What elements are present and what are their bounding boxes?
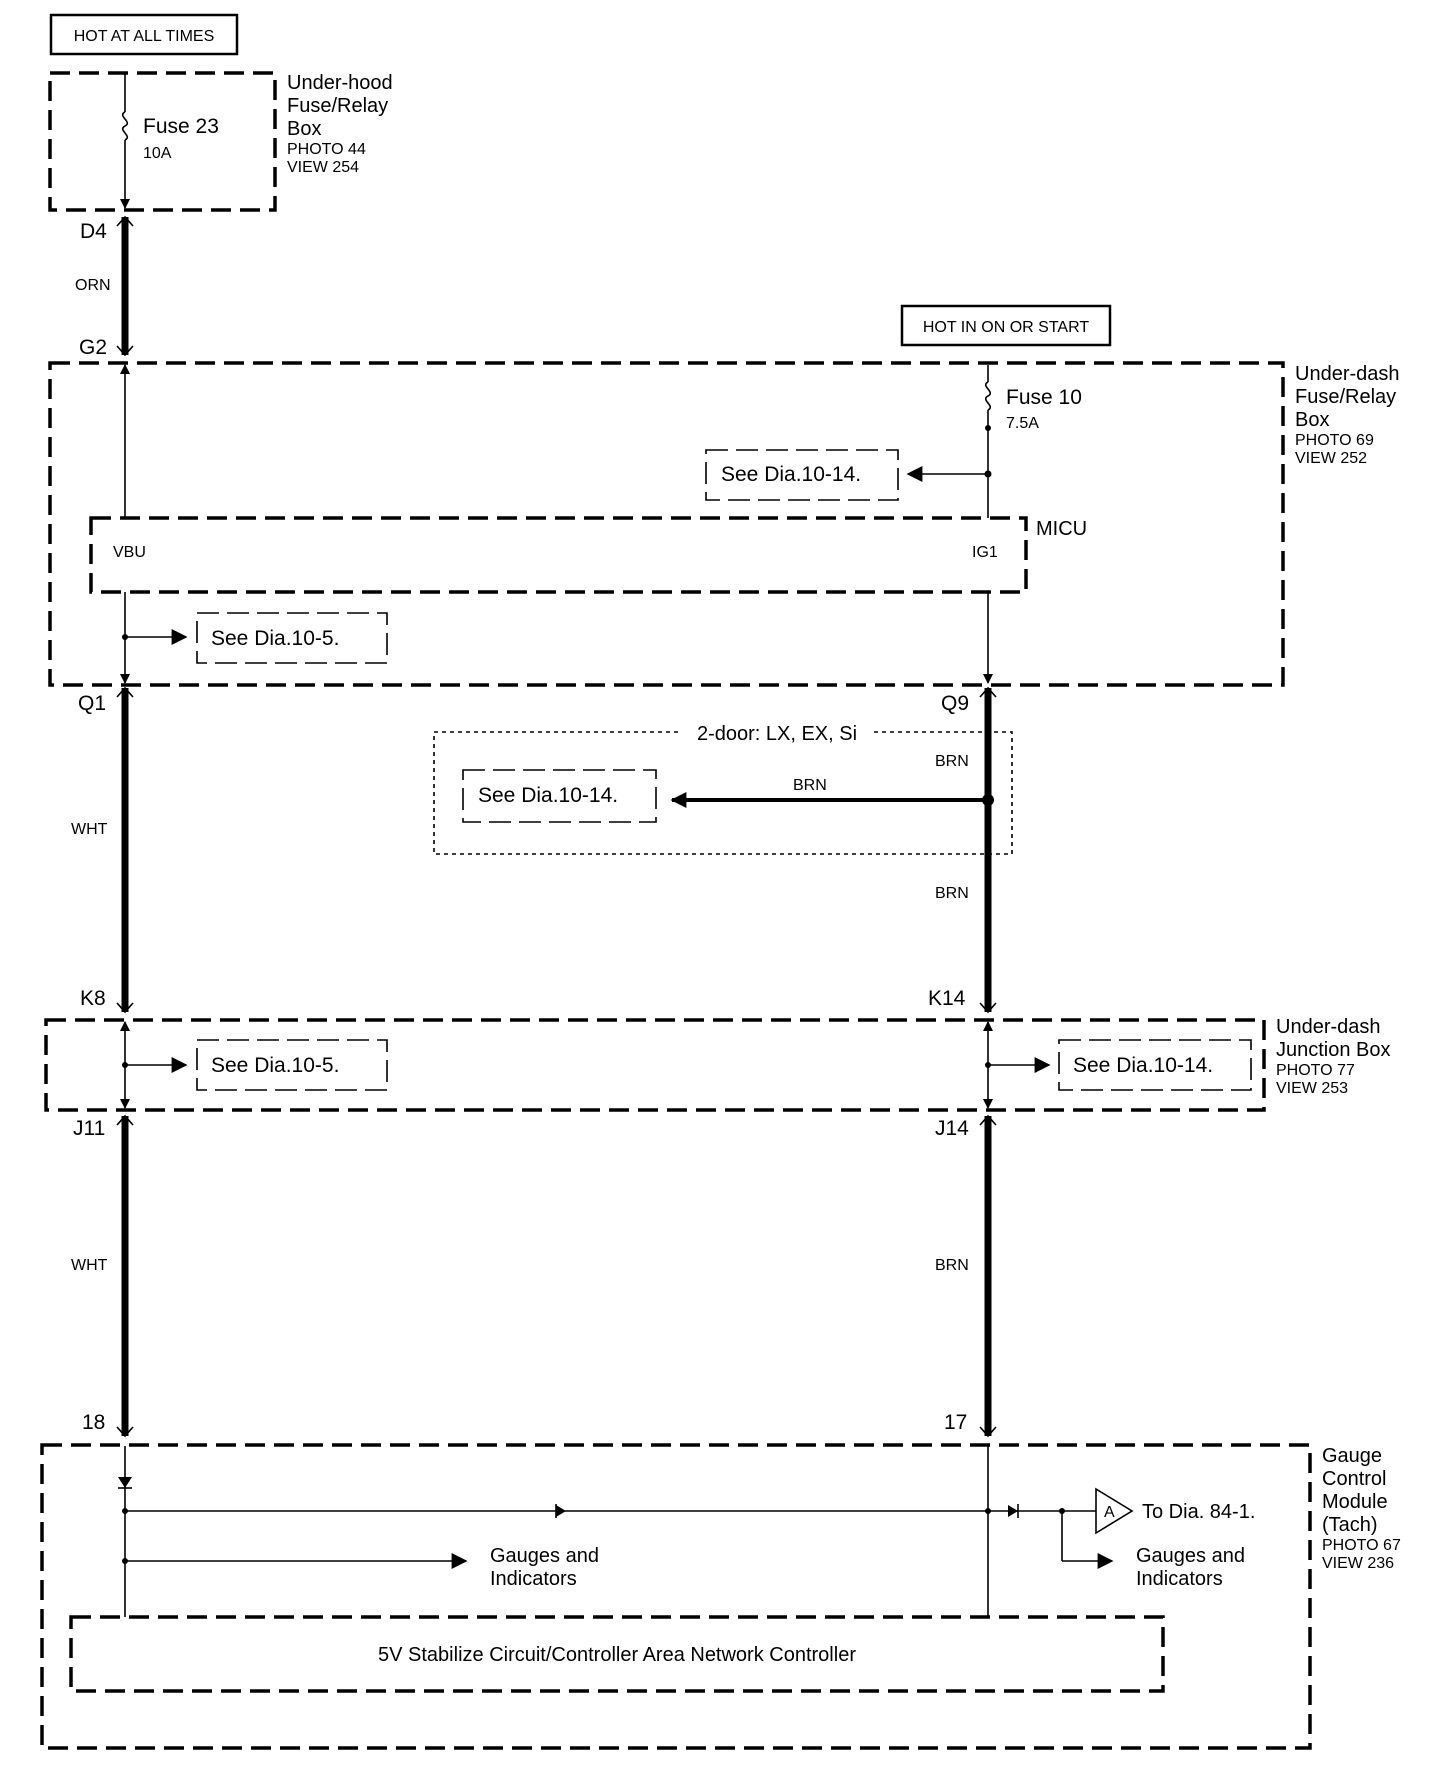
micu-module: MICU VBU IG1 (89, 516, 1087, 594)
gauges-right-line-2: Indicators (1136, 1568, 1223, 1590)
underdash-fuse-relay-box: Under-dash Fuse/Relay Box PHOTO 69 VIEW … (48, 361, 1400, 687)
pin-j11: J11 (73, 1117, 105, 1140)
wire-orn-label: ORN (75, 277, 111, 294)
pin-j14: J14 (935, 1117, 969, 1140)
fuse-23-name: Fuse 23 (143, 115, 219, 138)
gauge-module-name-4: (Tach) (1322, 1514, 1378, 1536)
variant-2-door-box: 2-door: LX, EX, Si BRN See Dia.10-14. (433, 723, 1013, 855)
wire-orn: D4 ORN G2 (75, 215, 134, 359)
see-dia-10-5-ref-lower[interactable]: See Dia.10-5. (196, 1039, 388, 1091)
junction-box-name-2: Junction Box (1276, 1039, 1391, 1061)
junction-box-view: VIEW 253 (1276, 1080, 1348, 1097)
variant-label: 2-door: LX, EX, Si (697, 723, 857, 745)
underdash-box-name-3: Box (1295, 409, 1329, 431)
underhood-box-photo: PHOTO 44 (287, 141, 366, 158)
underdash-junction-box: Under-dash Junction Box PHOTO 77 VIEW 25… (44, 1016, 1391, 1112)
gauge-module-photo: PHOTO 67 (1322, 1537, 1401, 1554)
controller-box: 5V Stabilize Circuit/Controller Area Net… (69, 1615, 1165, 1693)
diode-left-icon (118, 1477, 132, 1488)
wire-wht-lower: J11 WHT 18 (71, 1114, 134, 1438)
underhood-box-name-2: Fuse/Relay (287, 95, 388, 117)
underhood-fuse-relay-box: Fuse 23 10A Under-hood Fuse/Relay Box PH… (48, 71, 393, 212)
hot-in-on-or-start-label: HOT IN ON OR START (900, 304, 1112, 347)
gauges-right-line-1: Gauges and (1136, 1545, 1245, 1567)
underdash-box-photo: PHOTO 69 (1295, 432, 1374, 449)
underdash-box-view: VIEW 252 (1295, 450, 1367, 467)
underdash-box-name-2: Fuse/Relay (1295, 386, 1396, 408)
connector-a-icon[interactable]: A (1095, 1487, 1134, 1535)
underhood-box-name-3: Box (287, 118, 321, 140)
hot-at-all-times-label: HOT AT ALL TIMES (49, 13, 239, 56)
see-dia-10-5-text-lower: See Dia.10-5. (211, 1054, 339, 1077)
pin-g2: G2 (79, 336, 107, 359)
wire-brn-lower: J14 BRN 17 (935, 1114, 997, 1438)
underdash-box-name-1: Under-dash (1295, 363, 1400, 385)
fuse-23-rating: 10A (143, 145, 172, 162)
pin-18: 18 (82, 1411, 105, 1434)
pin-d4: D4 (80, 220, 107, 243)
fuse-23-symbol (121, 111, 129, 141)
connector-a-letter: A (1104, 1504, 1115, 1521)
hot-at-all-times-text: HOT AT ALL TIMES (74, 28, 215, 45)
controller-name: 5V Stabilize Circuit/Controller Area Net… (378, 1644, 856, 1666)
pin-17: 17 (944, 1411, 967, 1434)
underhood-box-view: VIEW 254 (287, 159, 359, 176)
diode-bus-left-icon (556, 1505, 566, 1517)
pin-q1: Q1 (78, 692, 106, 715)
fuse-10-rating: 7.5A (1006, 415, 1039, 432)
gauge-module-name-3: Module (1322, 1491, 1388, 1513)
fuse-10-symbol (984, 381, 992, 411)
see-dia-10-14-text-variant: See Dia.10-14. (478, 784, 618, 807)
see-dia-10-14-ref-variant[interactable]: See Dia.10-14. (462, 769, 657, 823)
variant-branch-wire-label: BRN (793, 777, 827, 794)
micu-name: MICU (1036, 518, 1087, 540)
diode-bus-right-icon (1008, 1505, 1018, 1517)
wire-brn-upper-label-1: BRN (935, 753, 969, 770)
micu-pin-ig1: IG1 (972, 544, 998, 561)
wire-wht-upper-label: WHT (71, 821, 108, 838)
fuse-10-name: Fuse 10 (1006, 386, 1082, 409)
gauge-control-module: Gauge Control Module (Tach) PHOTO 67 VIE… (40, 1443, 1401, 1750)
wire-brn-lower-label: BRN (935, 1257, 969, 1274)
to-dia-84-1[interactable]: To Dia. 84-1. (1142, 1501, 1255, 1523)
wire-wht-lower-label: WHT (71, 1257, 108, 1274)
pin-k8: K8 (80, 987, 106, 1010)
see-dia-10-14-text-lower: See Dia.10-14. (1073, 1054, 1213, 1077)
hot-in-on-or-start-text: HOT IN ON OR START (923, 319, 1089, 336)
see-dia-10-14-text-upper: See Dia.10-14. (721, 463, 861, 486)
wire-brn-upper-label-2: BRN (935, 885, 969, 902)
junction-box-name-1: Under-dash (1276, 1016, 1381, 1038)
micu-pin-vbu: VBU (113, 544, 146, 561)
pin-q9: Q9 (941, 692, 969, 715)
gauge-module-name-1: Gauge (1322, 1445, 1382, 1467)
wire-brn-upper: Q9 BRN BRN K14 (928, 686, 997, 1014)
see-dia-10-14-ref-lower[interactable]: See Dia.10-14. (1058, 1039, 1252, 1091)
pin-k14: K14 (928, 987, 966, 1010)
gauge-module-name-2: Control (1322, 1468, 1386, 1490)
wire-wht-upper: Q1 WHT K8 (71, 686, 134, 1014)
gauges-left-line-2: Indicators (490, 1568, 577, 1590)
see-dia-10-5-text-upper: See Dia.10-5. (211, 627, 339, 650)
see-dia-10-5-ref-upper[interactable]: See Dia.10-5. (196, 612, 388, 664)
gauge-module-view: VIEW 236 (1322, 1555, 1394, 1572)
junction-box-photo: PHOTO 77 (1276, 1062, 1355, 1079)
gauges-left-line-1: Gauges and (490, 1545, 599, 1567)
see-dia-10-14-ref-upper[interactable]: See Dia.10-14. (705, 449, 899, 501)
underhood-box-name-1: Under-hood (287, 72, 393, 94)
